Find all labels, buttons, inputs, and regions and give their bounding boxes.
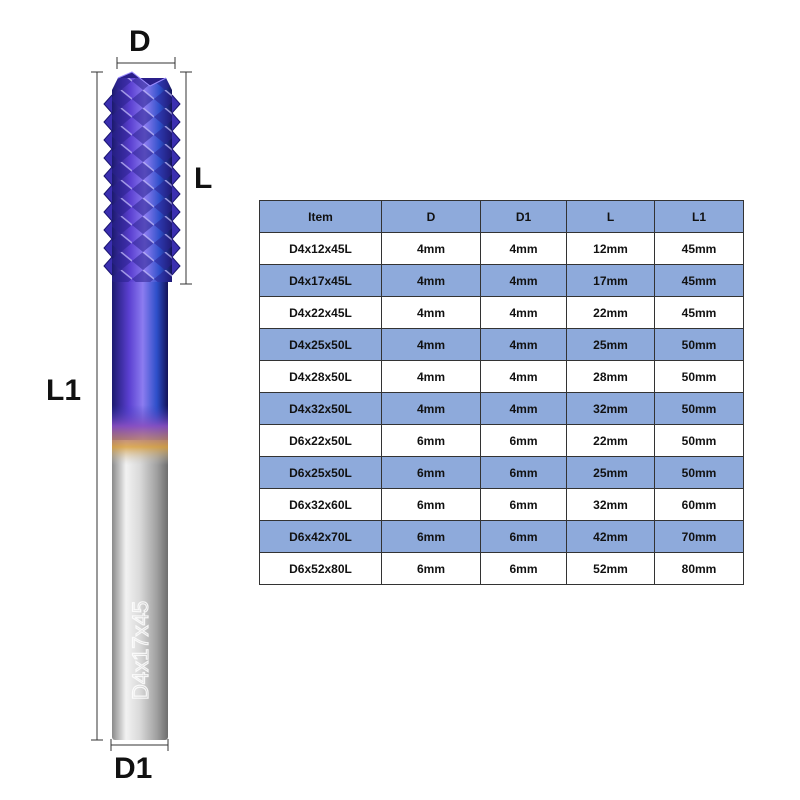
table-row: D4x32x50L 4mm 4mm 32mm 50mm bbox=[259, 392, 744, 425]
cell-d1: 6mm bbox=[480, 424, 567, 457]
cell-l1: 70mm bbox=[654, 520, 744, 553]
dimension-l bbox=[180, 71, 192, 285]
cell-item: D4x25x50L bbox=[259, 328, 382, 361]
cell-l: 52mm bbox=[566, 552, 655, 585]
header-item: Item bbox=[259, 200, 382, 233]
cell-d: 4mm bbox=[381, 232, 481, 265]
cell-d: 4mm bbox=[381, 360, 481, 393]
cell-d1: 6mm bbox=[480, 520, 567, 553]
cell-l: 42mm bbox=[566, 520, 655, 553]
label-l1: L1 bbox=[46, 374, 82, 407]
cell-l1: 45mm bbox=[654, 296, 744, 329]
cell-l1: 50mm bbox=[654, 424, 744, 457]
cell-d: 6mm bbox=[381, 456, 481, 489]
table-row: D6x22x50L 6mm 6mm 22mm 50mm bbox=[259, 424, 744, 457]
dimension-d bbox=[116, 57, 176, 69]
cell-d1: 6mm bbox=[480, 488, 567, 521]
tool-flutes bbox=[103, 71, 181, 282]
shank-engraving: D4x17x45 bbox=[128, 601, 153, 700]
spec-table: Item D D1 L L1 D4x12x45L 4mm 4mm 12mm 45… bbox=[259, 200, 744, 585]
cell-l1: 50mm bbox=[654, 360, 744, 393]
table-row: D4x12x45L 4mm 4mm 12mm 45mm bbox=[259, 232, 744, 265]
cell-d1: 4mm bbox=[480, 232, 567, 265]
cell-item: D4x28x50L bbox=[259, 360, 382, 393]
table-row: D4x28x50L 4mm 4mm 28mm 50mm bbox=[259, 360, 744, 393]
cell-l: 22mm bbox=[566, 296, 655, 329]
cell-item: D4x22x45L bbox=[259, 296, 382, 329]
cell-item: D4x32x50L bbox=[259, 392, 382, 425]
header-d1: D1 bbox=[480, 200, 567, 233]
cell-item: D4x12x45L bbox=[259, 232, 382, 265]
cell-d1: 4mm bbox=[480, 264, 567, 297]
cell-l: 17mm bbox=[566, 264, 655, 297]
table-row: D4x22x45L 4mm 4mm 22mm 45mm bbox=[259, 296, 744, 329]
cell-d: 4mm bbox=[381, 264, 481, 297]
cell-d: 6mm bbox=[381, 552, 481, 585]
table-row: D6x25x50L 6mm 6mm 25mm 50mm bbox=[259, 456, 744, 489]
cell-l: 25mm bbox=[566, 456, 655, 489]
cell-d: 6mm bbox=[381, 520, 481, 553]
header-l1: L1 bbox=[654, 200, 744, 233]
dimension-l1 bbox=[91, 71, 103, 741]
cell-item: D6x22x50L bbox=[259, 424, 382, 457]
cell-d1: 6mm bbox=[480, 552, 567, 585]
table-header-row: Item D D1 L L1 bbox=[259, 200, 744, 233]
cell-d: 4mm bbox=[381, 328, 481, 361]
label-d1: D1 bbox=[114, 752, 153, 785]
cell-item: D6x42x70L bbox=[259, 520, 382, 553]
cell-l1: 50mm bbox=[654, 392, 744, 425]
cell-d1: 4mm bbox=[480, 360, 567, 393]
table-row: D6x42x70L 6mm 6mm 42mm 70mm bbox=[259, 520, 744, 553]
dimension-d1 bbox=[110, 739, 169, 751]
cell-d1: 4mm bbox=[480, 392, 567, 425]
table-row: D4x25x50L 4mm 4mm 25mm 50mm bbox=[259, 328, 744, 361]
label-l: L bbox=[194, 162, 213, 195]
cell-item: D6x25x50L bbox=[259, 456, 382, 489]
cell-d1: 6mm bbox=[480, 456, 567, 489]
table-row: D4x17x45L 4mm 4mm 17mm 45mm bbox=[259, 264, 744, 297]
cell-l: 28mm bbox=[566, 360, 655, 393]
header-d: D bbox=[381, 200, 481, 233]
table-row: D6x52x80L 6mm 6mm 52mm 80mm bbox=[259, 552, 744, 585]
tool-heat-tint bbox=[112, 405, 168, 465]
cell-d1: 4mm bbox=[480, 296, 567, 329]
header-l: L bbox=[566, 200, 655, 233]
cell-l1: 50mm bbox=[654, 328, 744, 361]
cell-l: 12mm bbox=[566, 232, 655, 265]
cell-item: D4x17x45L bbox=[259, 264, 382, 297]
cell-item: D6x52x80L bbox=[259, 552, 382, 585]
cell-d1: 4mm bbox=[480, 328, 567, 361]
table-row: D6x32x60L 6mm 6mm 32mm 60mm bbox=[259, 488, 744, 521]
cell-d: 6mm bbox=[381, 488, 481, 521]
cell-l1: 80mm bbox=[654, 552, 744, 585]
cell-d: 4mm bbox=[381, 392, 481, 425]
cell-l1: 50mm bbox=[654, 456, 744, 489]
cell-l1: 60mm bbox=[654, 488, 744, 521]
cell-l: 32mm bbox=[566, 392, 655, 425]
cell-l1: 45mm bbox=[654, 264, 744, 297]
cell-item: D6x32x60L bbox=[259, 488, 382, 521]
cell-d: 4mm bbox=[381, 296, 481, 329]
cell-l1: 45mm bbox=[654, 232, 744, 265]
cell-d: 6mm bbox=[381, 424, 481, 457]
tool-shank bbox=[112, 420, 168, 740]
cell-l: 22mm bbox=[566, 424, 655, 457]
cell-l: 25mm bbox=[566, 328, 655, 361]
cell-l: 32mm bbox=[566, 488, 655, 521]
label-d: D bbox=[129, 25, 151, 58]
